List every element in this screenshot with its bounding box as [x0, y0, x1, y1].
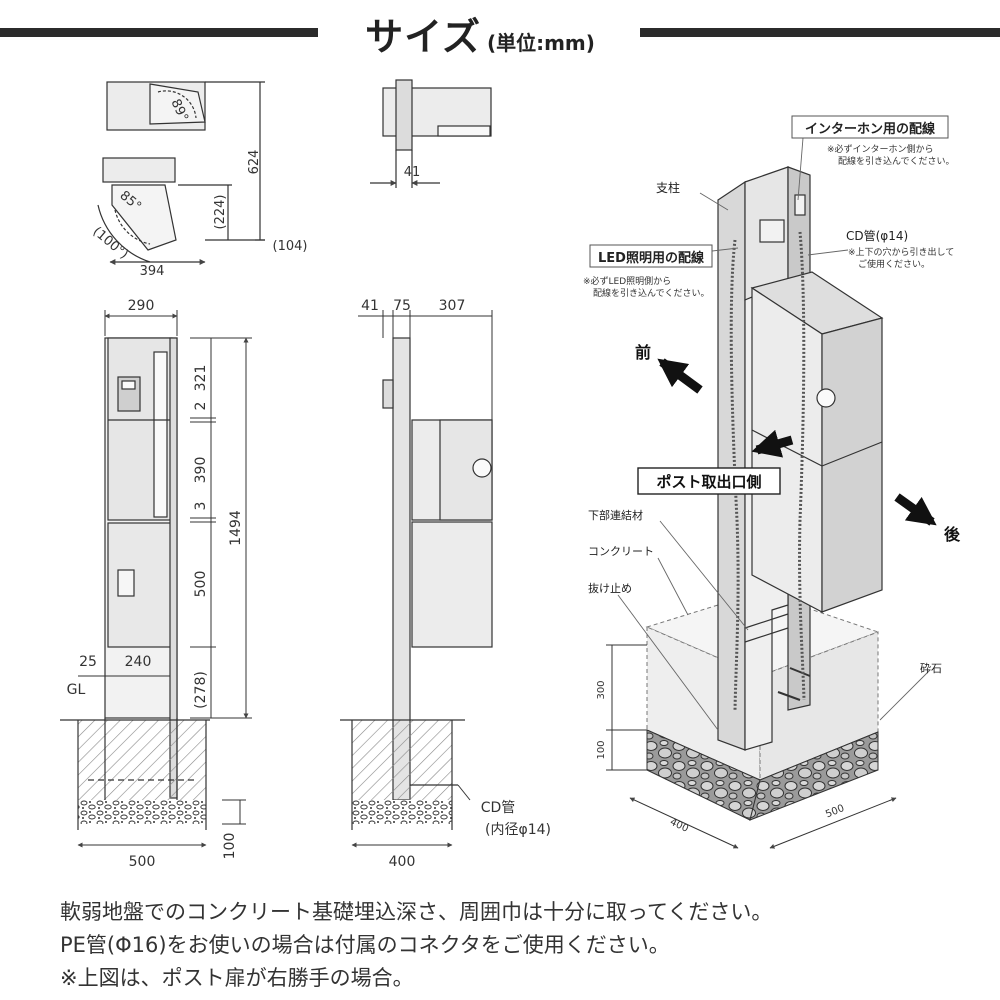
intercom-label-box	[791, 115, 949, 139]
intercom-note-2: 配線を引き込んでください。	[838, 155, 955, 167]
dim-2-label: 2	[193, 402, 209, 411]
iso-knob	[816, 388, 836, 408]
cd-pipe-inner-label: (内径φ14)	[485, 822, 551, 838]
dim-624-label: 624	[247, 150, 262, 175]
top-view	[97, 81, 265, 265]
iso-led-cable	[729, 239, 740, 711]
rear-label: 後	[944, 525, 961, 544]
iso-dim-300-label: 300	[596, 680, 607, 699]
outlet-label-box	[637, 467, 781, 495]
iso-dim-100-label: 100	[596, 740, 607, 759]
door-swing-85	[111, 184, 177, 251]
anchor-label: 抜け止め	[588, 581, 632, 595]
dim-240-label: 240	[125, 654, 152, 670]
iso-leaders	[617, 137, 931, 731]
post-outlet-label: ポスト取出口側	[656, 473, 761, 491]
dim-224-label: (224)	[213, 195, 228, 230]
intercom-note-1: ※必ずインターホン側から	[827, 143, 934, 155]
title-row: サイズ(単位:mm)	[0, 0, 1000, 70]
front-foundation	[78, 720, 206, 800]
led-wiring-label: LED照明用の配線	[598, 250, 705, 266]
cd-pipe-label: CD管	[481, 800, 516, 816]
side-foundation	[352, 720, 452, 800]
led-note-1: ※必ずLED照明側から	[583, 275, 671, 287]
dim-500-base-label: 500	[129, 854, 156, 870]
iso-intercom-cable	[798, 231, 806, 701]
side-dim-75-label: 75	[393, 298, 411, 314]
side-dimensions	[351, 310, 493, 848]
side-lower-box	[411, 521, 493, 648]
side-dim-400-label: 400	[389, 854, 416, 870]
iso-mailbox	[717, 166, 884, 751]
front-elevation	[60, 337, 210, 830]
cd-pipe-iso-label: CD管(φ14)	[846, 228, 908, 243]
lower-door-handle	[117, 569, 135, 597]
notes: 軟弱地盤でのコンクリート基礎埋込深さ、周囲巾は十分に取ってください。 PE管(Φ…	[60, 896, 960, 995]
note-line-2: PE管(Φ16)をお使いの場合は付属のコネクタをご使用ください。	[60, 933, 670, 957]
side-top-dim-41-label: 41	[404, 165, 421, 180]
gravel-label: 砕石	[920, 661, 942, 675]
side-dim-307-label: 307	[439, 298, 466, 314]
concrete-label: コンクリート	[588, 545, 654, 558]
cd-note-1: ※上下の穴から引き出して	[848, 246, 954, 258]
iso-box-side	[821, 317, 883, 613]
dim-500-label: 500	[193, 571, 209, 598]
note-line-1: 軟弱地盤でのコンクリート基礎埋込深さ、周囲巾は十分に取ってください。	[60, 900, 773, 924]
side-elevation	[340, 337, 493, 830]
side-gravel	[352, 800, 452, 824]
dim-1494-label: 1494	[228, 510, 244, 546]
iso-dimensions	[606, 644, 897, 849]
front-dimensions	[77, 310, 252, 848]
door-swing-89	[149, 83, 206, 125]
post-label: 支柱	[656, 180, 680, 195]
title-unit: (単位:mm)	[486, 31, 595, 55]
size-diagram: 89° 85° (100°) 624 (224) (104) 394 41	[60, 79, 961, 870]
front-arrow	[657, 358, 703, 394]
side-knob	[472, 458, 492, 478]
title-bar-left	[0, 28, 318, 37]
dim-394-label: 394	[140, 264, 165, 279]
cd-note-2: ご使用ください。	[858, 258, 930, 270]
dim-321-label: 321	[193, 365, 209, 392]
dim-290-label: 290	[128, 298, 155, 314]
dim-390-label: 390	[193, 457, 209, 484]
front-slot	[153, 351, 168, 518]
led-label-box	[589, 244, 713, 268]
dim-3-label: 3	[193, 502, 209, 511]
iso-post-front	[717, 180, 746, 751]
intercom-wiring-label: インターホン用の配線	[805, 121, 936, 137]
top-view-post	[102, 157, 176, 183]
front-gravel	[78, 800, 206, 824]
gl-label: GL	[67, 682, 86, 698]
title: サイズ(単位:mm)	[330, 6, 630, 61]
outlet-arrow	[751, 429, 794, 458]
dim-278-label: (278)	[193, 671, 209, 709]
rear-arrow	[894, 493, 937, 526]
dim-25-label: 25	[79, 654, 97, 670]
side-dim-41-label: 41	[361, 298, 379, 314]
front-label: 前	[635, 343, 651, 362]
iso-label-boxes	[589, 115, 949, 495]
iso-direction-arrows	[657, 358, 937, 526]
title-bar-right	[640, 28, 1000, 37]
dim-104-label: (104)	[273, 239, 308, 254]
lower-connector-label: 下部連結材	[588, 508, 643, 522]
note-line-3: ※上図は、ポスト扉が右勝手の場合。	[60, 966, 414, 990]
iso-dim-500-label: 500	[824, 803, 846, 820]
led-note-2: 配線を引き込んでください。	[593, 287, 710, 299]
top-side-view	[370, 79, 492, 188]
dim-100-label: 100	[222, 833, 238, 860]
title-main: サイズ	[365, 15, 481, 59]
iso-dim-400-label: 400	[668, 817, 690, 835]
